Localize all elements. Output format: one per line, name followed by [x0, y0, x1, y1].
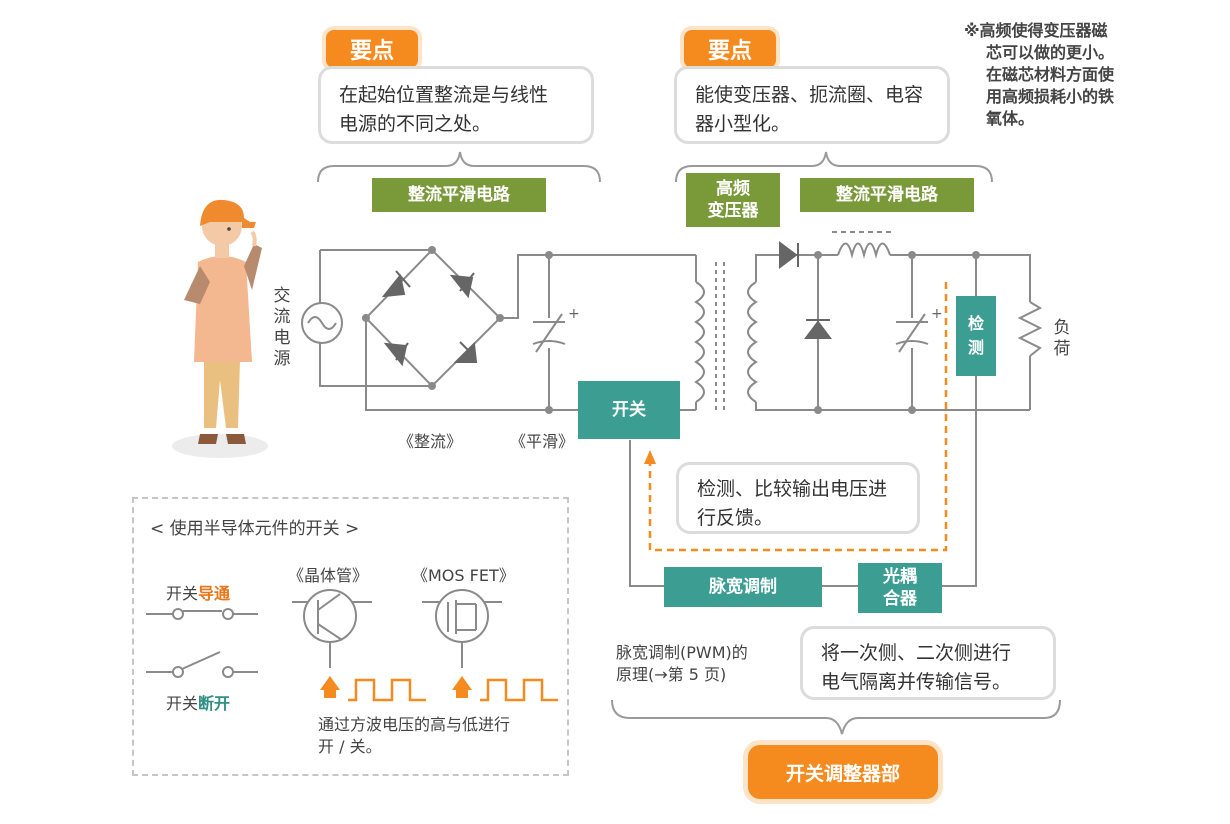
isolation-line1: 将一次侧、二次侧进行 [821, 642, 1012, 664]
key-point-callout-2: 能使变压器、扼流圈、电容 器小型化。 [674, 66, 950, 144]
pwm-block: 脉宽调制 [664, 567, 822, 607]
choke-coil [832, 231, 894, 259]
hf-transformer-label: 高频 变压器 [686, 173, 780, 227]
key-point-2-line1: 能使变压器、扼流圈、电容 [695, 84, 924, 106]
note-line2: 芯可以做的更小。 [986, 43, 1115, 62]
square-wave-1 [348, 678, 426, 702]
switch-block: 开关 [578, 381, 680, 439]
note-line5: 氧体。 [986, 109, 1035, 128]
note-line1: ※高频使得变压器磁 [964, 21, 1108, 40]
switching-regulator-tag: 开关调整器部 [748, 745, 938, 799]
switch-on-state: 导通 [198, 584, 231, 603]
switch-on-prefix: 开关 [166, 584, 199, 603]
feedback-callout: 检测、比较输出电压进 行反馈。 [676, 462, 920, 534]
arrow-up-icon [452, 676, 472, 690]
rectifier-smoothing-label-2: 整流平滑电路 [800, 178, 974, 212]
bridge-nodes [362, 246, 553, 414]
rectifier-smoothing-label-1: 整流平滑电路 [372, 178, 546, 212]
switch-off-symbol [146, 651, 258, 678]
load-resistor [1017, 301, 1043, 357]
pwm-note: 脉宽调制(PWM)的 原理(→第 5 页) [616, 642, 748, 686]
note-line3: 在磁芯材料方面使 [986, 65, 1115, 84]
optocoupler-block: 光耦 合器 [858, 563, 942, 613]
pwm-note-line1: 脉宽调制(PWM)的 [616, 643, 748, 662]
key-point-2-line2: 器小型化。 [695, 113, 791, 135]
brace-secondary [675, 151, 993, 183]
mosfet-symbol [422, 589, 502, 668]
semiconductor-switch-panel [132, 497, 569, 776]
caption-line1: 通过方波电压的高与低进行 [318, 715, 511, 734]
feedback-arrow-icon [644, 450, 656, 464]
ferrite-note: ※高频使得变压器磁 芯可以做的更小。 在磁芯材料方面使 用高频损耗小的铁 氧体。 [964, 20, 1114, 130]
isolation-callout: 将一次侧、二次侧进行 电气隔离并传输信号。 [800, 626, 1056, 700]
transistor-label: 《晶体管》 [288, 566, 369, 585]
person-illustration [172, 199, 268, 458]
transistor-symbol [292, 589, 372, 668]
switch-off-state: 断开 [198, 694, 231, 713]
optocoupler-line2: 合器 [883, 589, 917, 609]
arrow-up-icon [456, 690, 468, 698]
key-point-callout-1: 在起始位置整流是与线性 电源的不同之处。 [318, 66, 594, 144]
output-diode [779, 241, 799, 269]
smoothing-label: 《平滑》 [510, 432, 575, 451]
smoothing-capacitor-1: + [532, 306, 580, 353]
feedback-path [648, 282, 948, 552]
key-point-1-line2: 电源的不同之处。 [339, 113, 492, 135]
secondary-nodes [814, 251, 980, 414]
detect-block: 检测 [956, 296, 996, 376]
key-point-tag-2: 要点 [684, 30, 776, 68]
brace-primary [317, 151, 601, 183]
key-point-tag-1: 要点 [326, 30, 418, 68]
detect-text: 检测 [967, 314, 984, 357]
brace-bottom [611, 699, 1061, 735]
mosfet-label: 《MOS FET》 [412, 566, 515, 585]
arrow-up-icon [324, 690, 336, 698]
caption-line2: 开 / 关。 [318, 737, 382, 756]
smoothing-capacitor-2: + [895, 306, 943, 353]
bridge-diodes [381, 270, 478, 367]
pwm-note-line2: 原理(→第 5 页) [616, 665, 727, 684]
isolation-line2: 电气隔离并传输信号。 [821, 671, 1012, 693]
arrow-up-icon [320, 676, 340, 690]
transformer [694, 254, 1030, 412]
square-wave-caption: 通过方波电压的高与低进行 开 / 关。 [318, 714, 510, 758]
hf-transformer-line1: 高频 [716, 179, 750, 199]
load-label: 负荷 [1053, 318, 1071, 359]
switch-on-symbol [146, 608, 258, 620]
switch-off-label: 开关断开 [166, 690, 230, 714]
rectification-label: 《整流》 [398, 432, 463, 451]
ac-source-symbol [301, 302, 343, 344]
svg-text:+: + [931, 306, 943, 322]
ac-source-label: 交流电源 [273, 286, 291, 369]
freewheel-diode [804, 319, 832, 339]
optocoupler-line1: 光耦 [883, 567, 917, 587]
feedback-line2: 行反馈。 [697, 507, 774, 529]
key-point-1-line1: 在起始位置整流是与线性 [339, 84, 549, 106]
switch-on-label: 开关导通 [166, 580, 230, 604]
switch-off-prefix: 开关 [166, 694, 199, 713]
note-line4: 用高频损耗小的铁 [986, 87, 1115, 106]
semiconductor-panel-title: < 使用半导体元件的开关 > [150, 519, 360, 539]
svg-text:+: + [568, 306, 580, 322]
feedback-line1: 检测、比较输出电压进 [697, 478, 888, 500]
hf-transformer-line2: 变压器 [707, 201, 759, 221]
square-wave-2 [480, 678, 558, 702]
